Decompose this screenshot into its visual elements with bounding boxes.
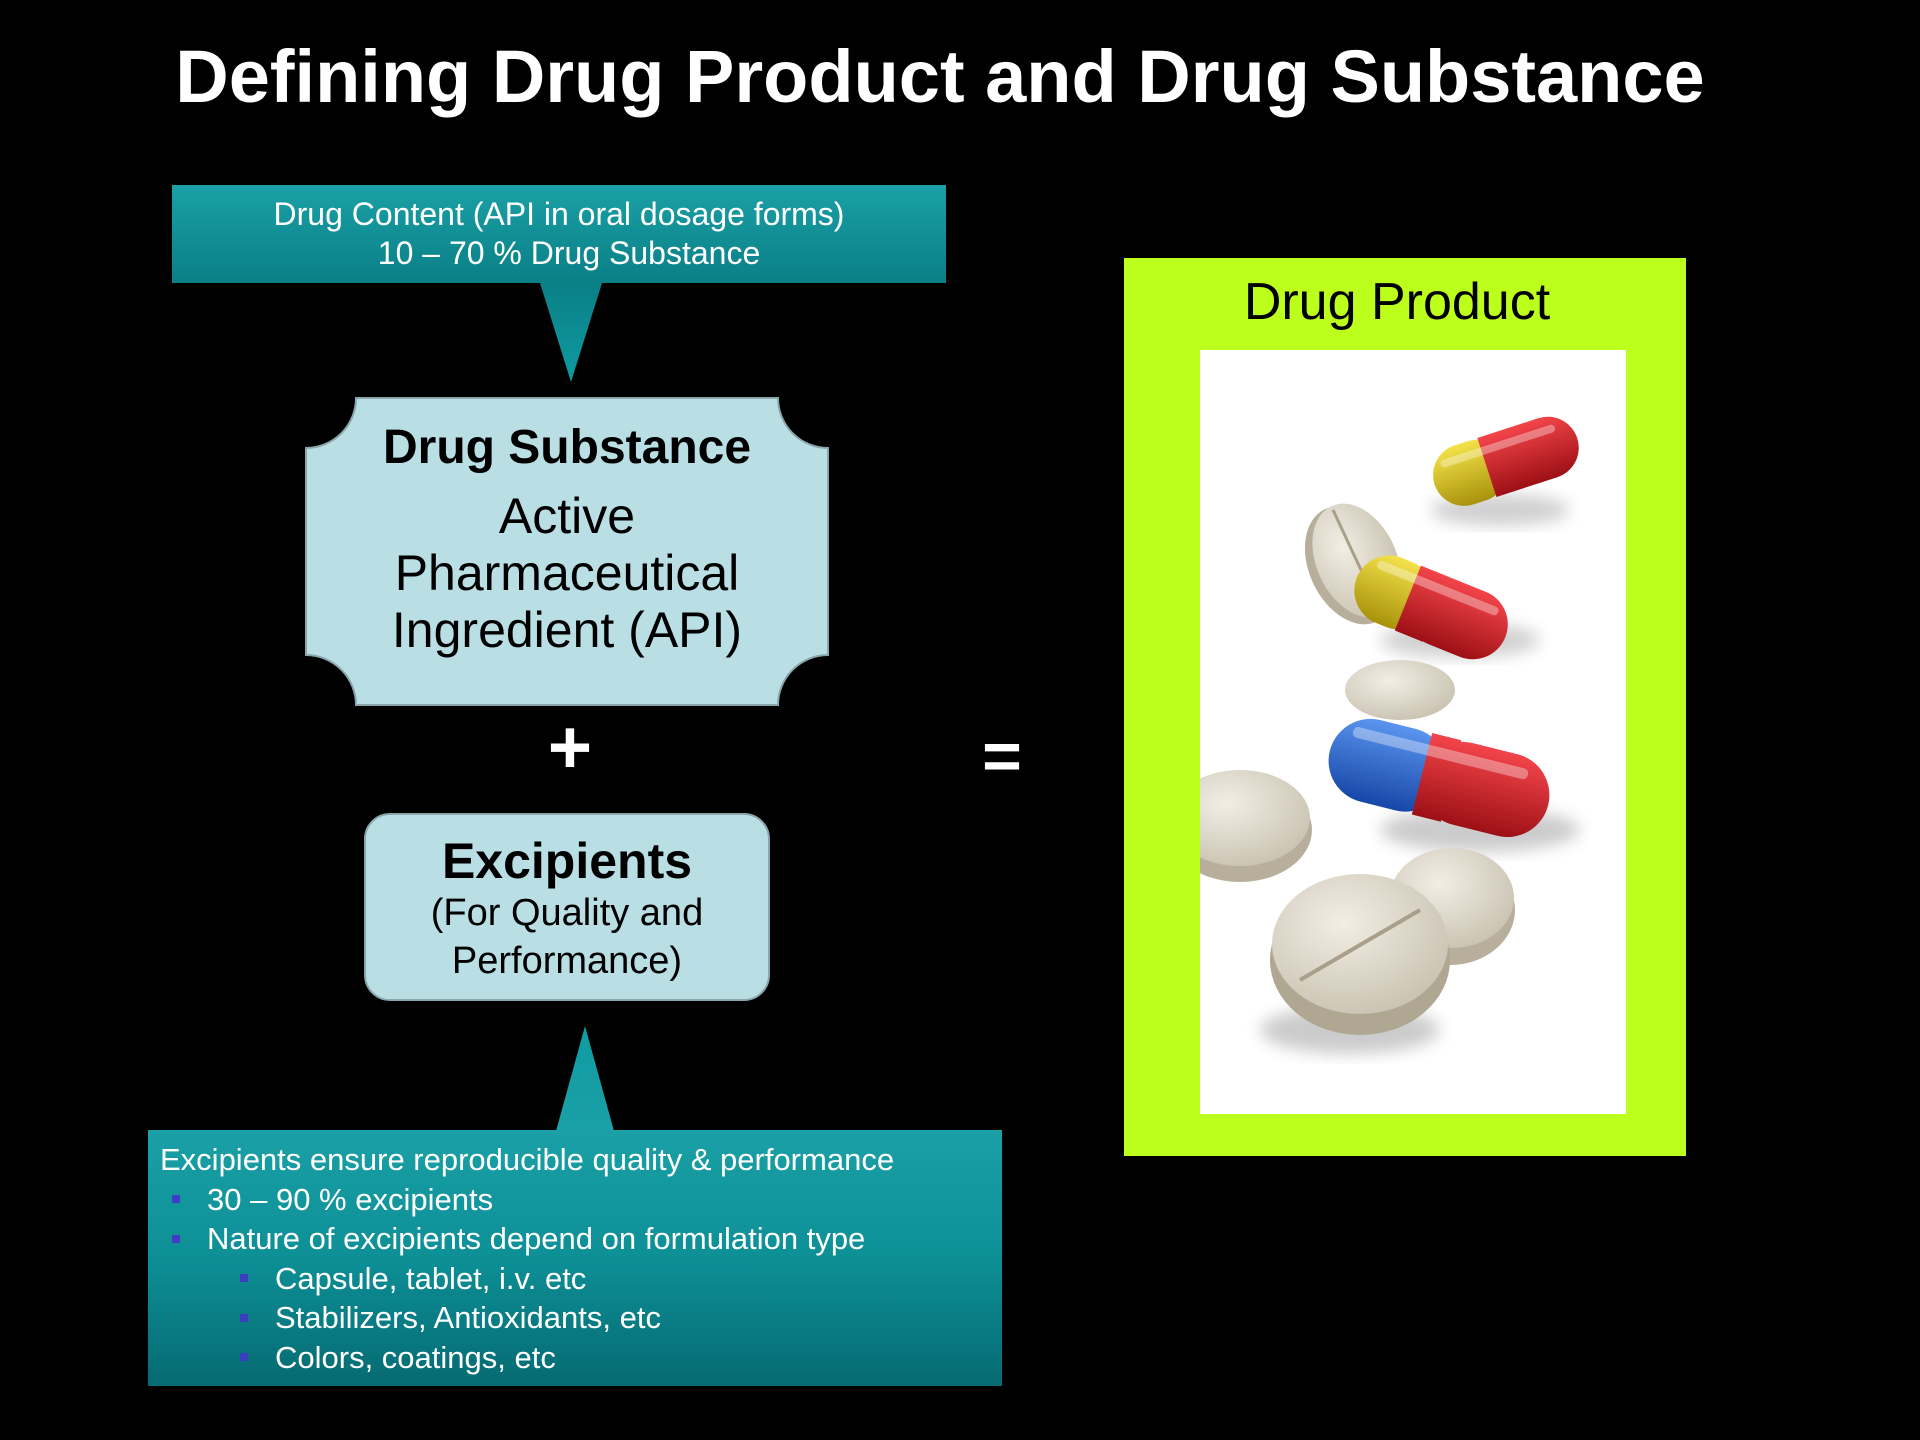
excipients-sub-1: (For Quality and (430, 892, 704, 934)
square-bullet-icon (172, 1234, 180, 1243)
square-bullet-icon (240, 1353, 248, 1362)
square-bullet-icon (240, 1313, 248, 1322)
excipients-callout: Excipients ensure reproducible quality &… (148, 1130, 1002, 1386)
sub-bullet-text: Capsule, tablet, i.v. etc (275, 1260, 587, 1296)
bottom-callout-pointer (556, 1026, 614, 1131)
list-item: 30 – 90 % excipients (160, 1180, 1002, 1220)
pills-illustration (1200, 416, 1580, 1054)
sub-bullet-text: Colors, coatings, etc (275, 1339, 556, 1375)
bullet-text: 30 – 90 % excipients (207, 1181, 494, 1217)
callout-line-2: 10 – 70 % Drug Substance (377, 235, 761, 271)
list-item: Capsule, tablet, i.v. etc (160, 1259, 1002, 1299)
list-item: Colors, coatings, etc (160, 1338, 1002, 1378)
equals-sign: = (982, 718, 1022, 794)
drug-substance-description: Active Pharmaceutical Ingredient (API) (305, 488, 829, 659)
callout-line-1: Drug Content (API in oral dosage forms) (273, 196, 845, 232)
sub-bullet-text: Stabilizers, Antioxidants, etc (275, 1300, 661, 1335)
excipients-intro: Excipients ensure reproducible quality &… (160, 1142, 895, 1177)
top-callout-pointer (540, 283, 602, 382)
plus-sign: + (547, 705, 593, 790)
drug-content-callout: Drug Content (API in oral dosage forms) … (172, 185, 946, 283)
ds-line-1: Active (498, 488, 636, 544)
excipients-heading: Excipients (441, 833, 693, 889)
excipients-box: Excipients (For Quality and Performance) (364, 813, 770, 1001)
drug-substance-box: Drug Substance Active Pharmaceutical Ing… (305, 420, 829, 659)
pills-and-capsules-photo (1200, 350, 1626, 1114)
list-item: Stabilizers, Antioxidants, etc (160, 1298, 1002, 1338)
square-bullet-icon (172, 1195, 180, 1204)
bullet-text: Nature of excipients depend on formulati… (207, 1221, 866, 1256)
slide-title: Defining Drug Product and Drug Substance (175, 35, 1705, 118)
drug-product-label: Drug Product (1243, 273, 1551, 331)
drug-substance-heading: Drug Substance (382, 421, 752, 474)
list-item: Nature of excipients depend on formulati… (160, 1219, 1002, 1259)
square-bullet-icon (240, 1274, 248, 1283)
ds-line-3: Ingredient (API) (391, 602, 743, 658)
excipients-sub-2: Performance) (451, 940, 683, 982)
ds-line-2: Pharmaceutical (394, 545, 740, 601)
